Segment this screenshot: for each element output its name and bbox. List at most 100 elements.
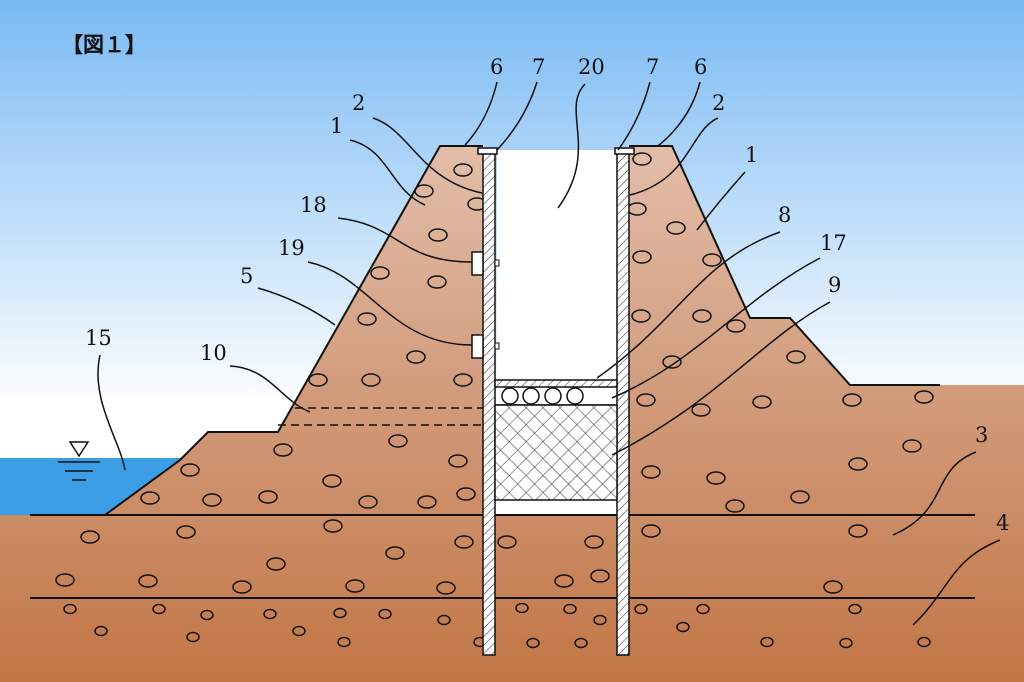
reference-label-20: 20	[578, 55, 605, 79]
reference-label-2b: 2	[712, 91, 725, 115]
pebble	[636, 393, 656, 407]
pebble	[266, 557, 286, 571]
pebble	[448, 454, 468, 468]
pebble	[692, 309, 712, 323]
leader-line	[464, 81, 498, 146]
embankment-soil	[0, 146, 1024, 682]
pebble	[554, 574, 574, 588]
pebble	[631, 309, 651, 323]
pebble	[55, 573, 75, 587]
pebble	[917, 636, 931, 648]
pebble	[427, 275, 447, 289]
pebble	[258, 490, 278, 504]
pebble	[842, 393, 862, 407]
pebble	[200, 609, 214, 621]
pebble	[333, 607, 347, 619]
pebble	[428, 228, 448, 242]
leader-line	[372, 117, 483, 194]
pebble	[641, 524, 661, 538]
pebble	[574, 637, 588, 649]
pebble	[706, 471, 726, 485]
pebble	[453, 373, 473, 387]
reference-label-7b: 7	[646, 55, 659, 79]
pebble	[361, 373, 381, 387]
pebbles	[55, 152, 934, 649]
pebble	[584, 535, 604, 549]
pebble	[378, 608, 392, 620]
pebble	[273, 443, 293, 457]
reference-label-17: 17	[820, 231, 847, 255]
leader-line	[596, 231, 781, 379]
pebble	[515, 602, 529, 614]
pebble	[823, 580, 843, 594]
pebble	[839, 637, 853, 649]
leader-line	[696, 171, 746, 231]
pebble	[456, 487, 476, 501]
pebble	[790, 490, 810, 504]
reference-label-2a: 2	[352, 91, 365, 115]
reference-label-10: 10	[200, 341, 227, 365]
pebble	[176, 525, 196, 539]
pebble	[696, 603, 710, 615]
reference-label-5: 5	[240, 264, 253, 288]
pebble	[641, 465, 661, 479]
pebble	[263, 608, 277, 620]
pebble	[370, 266, 390, 280]
pebble	[323, 519, 343, 533]
reference-label-1a: 1	[330, 114, 343, 138]
pebble	[414, 184, 434, 198]
reference-label-18: 18	[300, 193, 327, 217]
pebble	[634, 603, 648, 615]
leader-line	[496, 81, 538, 151]
pebble	[140, 491, 160, 505]
sensor-19	[471, 334, 500, 359]
pebble	[388, 434, 408, 448]
pebble	[308, 373, 328, 387]
reference-label-15: 15	[85, 326, 112, 350]
pebble	[848, 457, 868, 471]
reference-label-9: 9	[828, 273, 841, 297]
right-wall-cap	[614, 147, 635, 155]
reference-label-19: 19	[278, 236, 305, 260]
leader-lines	[97, 81, 1001, 626]
pebble	[691, 403, 711, 417]
left-wall-cap	[477, 147, 498, 155]
cover-layer-8	[494, 379, 618, 388]
pebble	[676, 621, 690, 633]
reference-label-3: 3	[975, 423, 988, 447]
pebble	[526, 637, 540, 649]
pebble	[725, 499, 745, 513]
fill-material-9	[494, 404, 618, 501]
leader-line	[912, 539, 1001, 626]
pebble	[497, 535, 517, 549]
reference-label-1b: 1	[745, 143, 758, 167]
pebble	[590, 569, 610, 583]
leader-line	[229, 365, 311, 413]
leader-line	[629, 117, 719, 196]
pebble	[726, 319, 746, 333]
left-sheet-pile-wall	[482, 151, 496, 656]
pebble	[358, 495, 378, 509]
reference-label-6a: 6	[490, 55, 503, 79]
leader-line	[349, 139, 426, 206]
pebble	[436, 581, 456, 595]
leader-line	[611, 301, 831, 456]
leader-line	[337, 217, 473, 263]
pebble	[232, 580, 252, 594]
pebble	[848, 524, 868, 538]
reference-label-4: 4	[996, 511, 1009, 535]
pebble	[914, 390, 934, 404]
pebble	[337, 636, 351, 648]
pebble	[632, 152, 652, 166]
leader-line	[892, 451, 977, 536]
pebble	[292, 625, 306, 637]
pebble	[593, 614, 607, 626]
leader-line	[557, 83, 586, 209]
pebble	[322, 474, 342, 488]
sensor-18	[471, 251, 500, 276]
reference-label-6b: 6	[694, 55, 707, 79]
pebble	[80, 530, 100, 544]
pebble	[666, 221, 686, 235]
